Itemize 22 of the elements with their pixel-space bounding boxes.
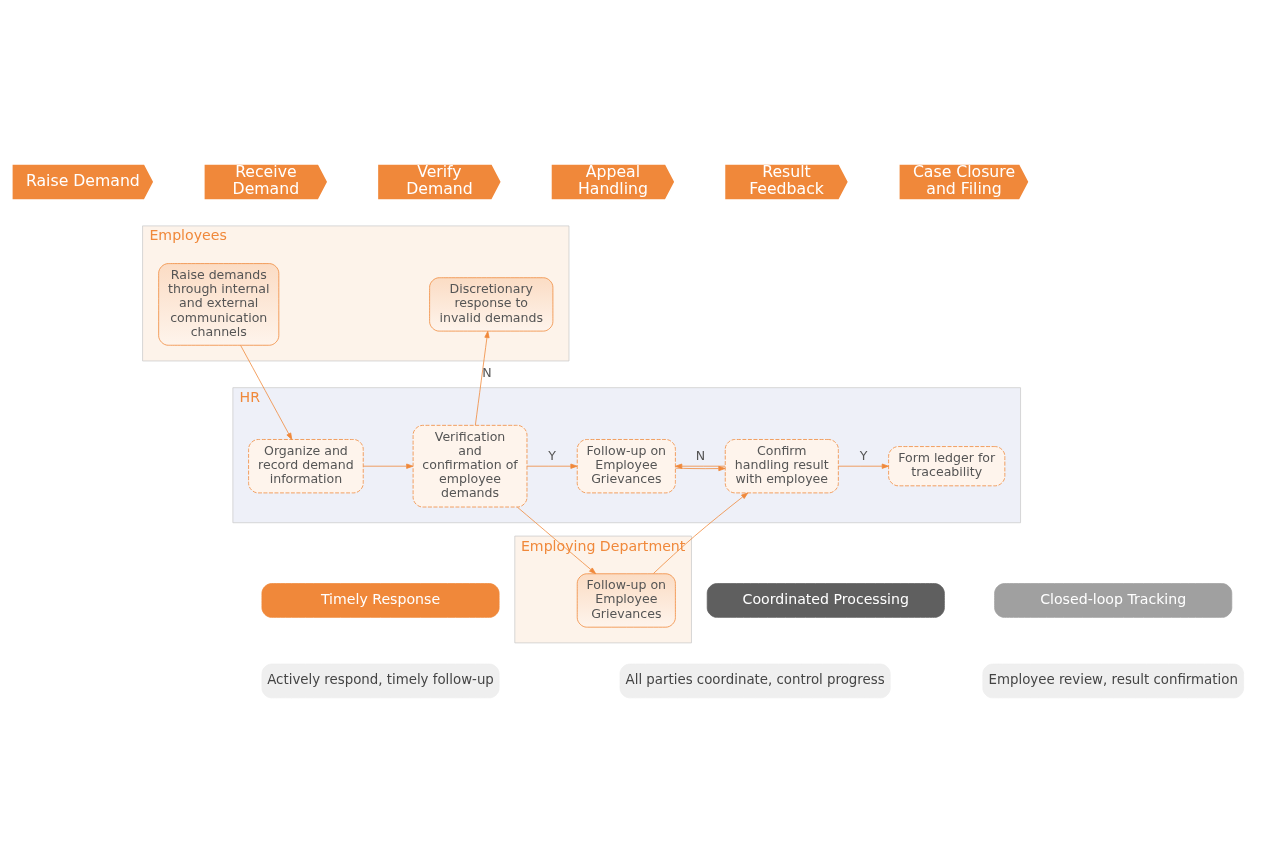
- node-box: Verification and confirmation of employee demands: [412, 424, 528, 507]
- edge-label: N: [482, 364, 492, 380]
- arrow: [653, 492, 749, 574]
- edge-label: Y: [859, 447, 868, 463]
- node-box: Form ledger for traceability: [888, 445, 1006, 486]
- node-box: Organize and record demand information: [248, 438, 364, 493]
- arrow: [362, 463, 414, 469]
- node-box: Discretionary response to invalid demands: [429, 276, 554, 331]
- arrow: [526, 463, 578, 469]
- node-box: Closed-loop Tracking: [994, 582, 1233, 618]
- node-box: Follow-up on Employee Grievances: [576, 438, 676, 493]
- node-box: Raise demands through internal and external communication channels: [158, 262, 280, 346]
- node-box: Follow-up on Employee Grievances: [576, 572, 676, 628]
- arrow: [516, 506, 597, 574]
- edge-label: Y: [548, 447, 556, 463]
- arrow: [474, 330, 490, 426]
- arrow: [838, 463, 889, 469]
- arrow: [240, 344, 293, 440]
- node-box: Coordinated Processing: [706, 582, 945, 618]
- node-box: Confirm handling result with employee: [724, 438, 839, 493]
- edge-label: N: [695, 447, 706, 463]
- node-box: Timely Response: [261, 582, 500, 618]
